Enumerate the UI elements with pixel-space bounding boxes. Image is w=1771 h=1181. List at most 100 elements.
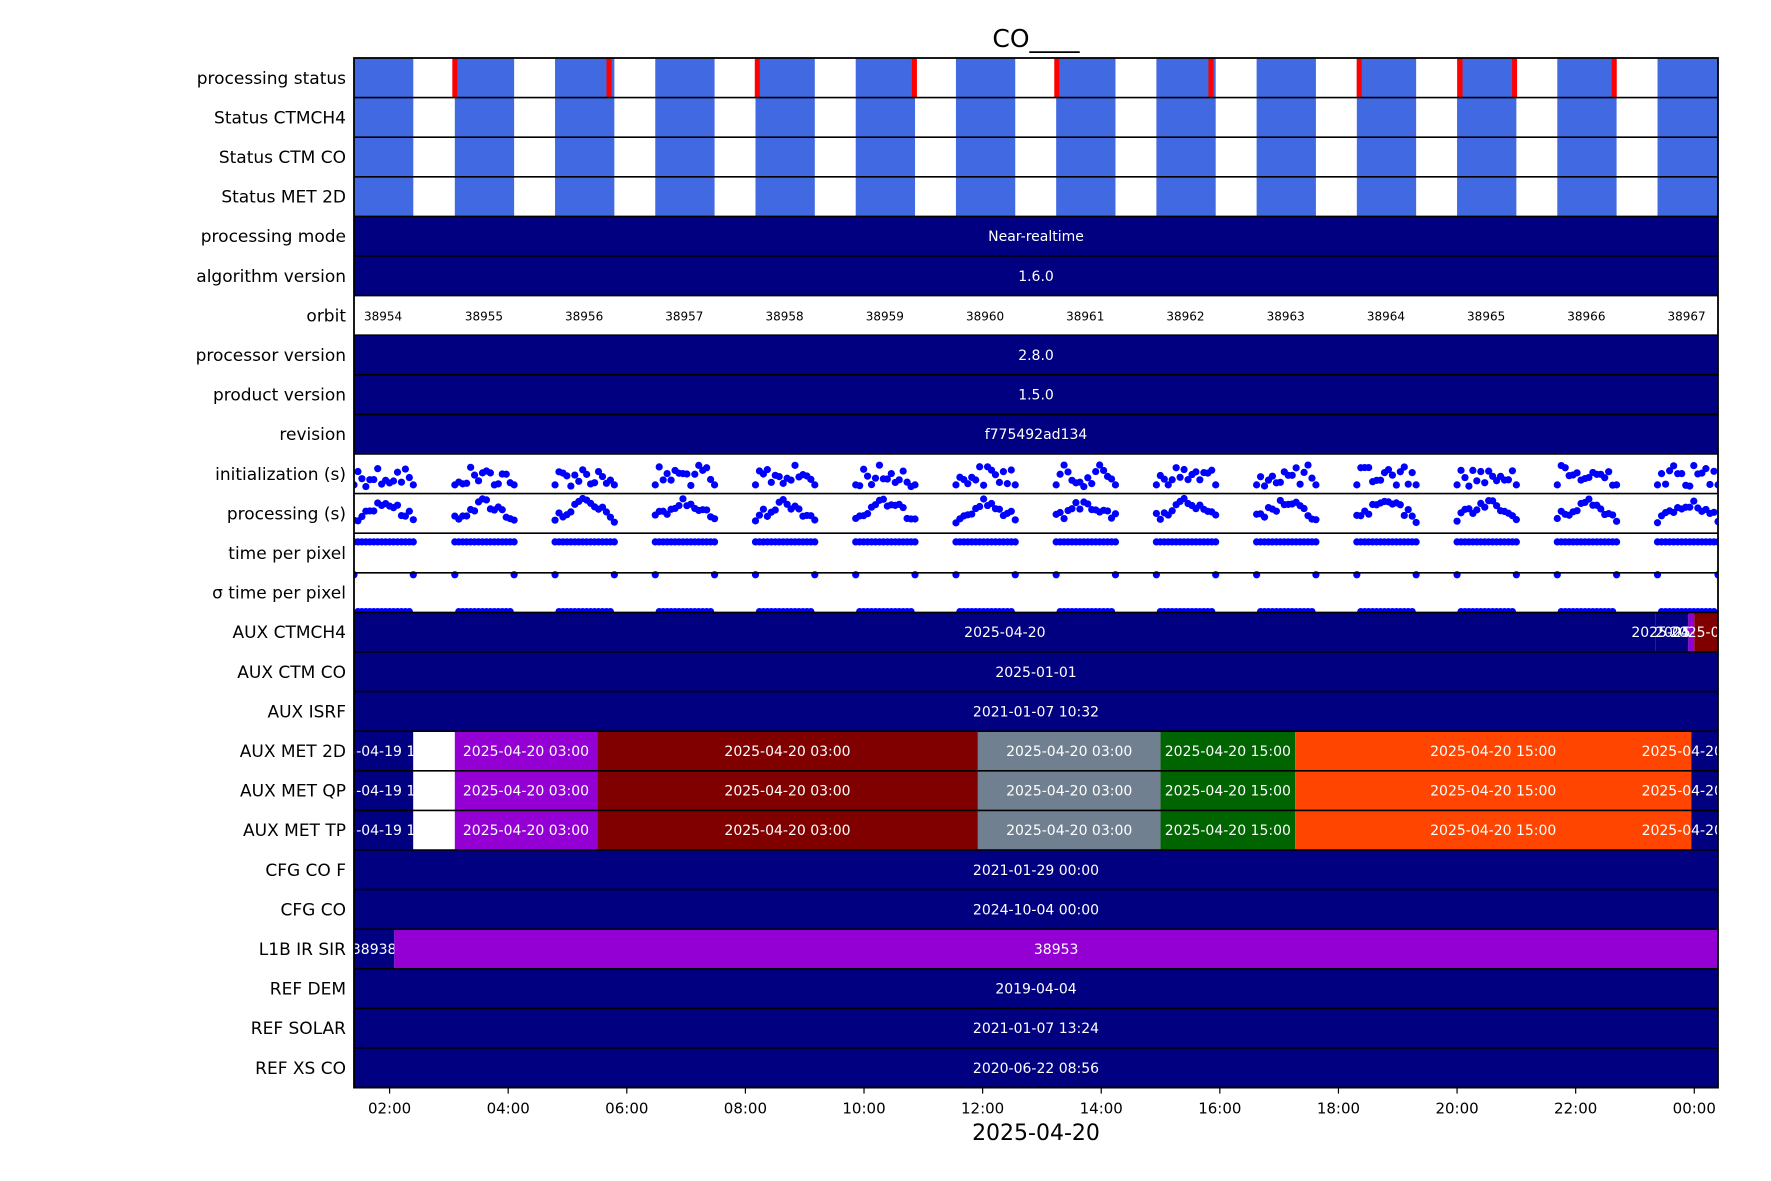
scatter-point xyxy=(1481,503,1489,511)
row-label: Status MET 2D xyxy=(221,188,346,208)
status-bar xyxy=(1156,58,1216,98)
row-label: algorithm version xyxy=(196,267,346,287)
scatter-point xyxy=(1400,463,1408,471)
segment-text: 2025-04-20 03:00 xyxy=(463,784,589,800)
status-bar xyxy=(755,176,815,217)
scatter-point xyxy=(1408,469,1416,477)
x-tick-label: 06:00 xyxy=(605,1100,648,1118)
row-label: Status CTMCH4 xyxy=(214,108,346,128)
value-text: 2021-01-07 10:32 xyxy=(973,704,1099,720)
segment-text: 2025-04-20 03:00 xyxy=(463,744,589,760)
segment-bar xyxy=(1160,770,1296,811)
row-processing-mode: Near-realtime xyxy=(354,216,1718,256)
row-label: processor version xyxy=(196,346,346,366)
scatter-point xyxy=(1152,509,1160,518)
orbit-number: 38959 xyxy=(866,309,904,323)
value-bar xyxy=(354,216,1718,256)
orbit-number: 38962 xyxy=(1166,309,1204,323)
row-label: AUX MET QP xyxy=(240,782,346,802)
scatter-point xyxy=(1706,480,1714,489)
value-text: Near-realtime xyxy=(988,229,1084,245)
scatter-point xyxy=(393,468,402,476)
scatter-point xyxy=(1686,503,1694,511)
scatter-point xyxy=(863,510,872,518)
scatter-point xyxy=(1508,467,1517,475)
row-label: REF XS CO xyxy=(255,1059,346,1079)
scatter-point xyxy=(683,470,691,478)
scatter-point xyxy=(389,477,398,485)
scatter-point xyxy=(401,512,409,520)
segment-text: 2025-04-20 03:00 xyxy=(1006,823,1132,839)
scatter-point xyxy=(860,465,868,473)
scatter-point xyxy=(1661,480,1670,488)
status-bar xyxy=(555,58,615,98)
status-warning-mark xyxy=(1512,58,1518,98)
scatter-point xyxy=(1304,461,1312,469)
scatter-point xyxy=(1465,482,1473,490)
value-bar xyxy=(354,652,1718,692)
row-label: Status CTM CO xyxy=(219,148,346,168)
status-bar xyxy=(1457,137,1517,177)
scatter-point xyxy=(583,470,591,478)
scatter-point xyxy=(409,516,417,524)
scatter-point xyxy=(1408,512,1416,520)
scatter-point xyxy=(1052,481,1060,489)
orbit-number: 38965 xyxy=(1467,309,1505,323)
scatter-point xyxy=(1272,507,1280,515)
scatter-point xyxy=(1152,481,1160,489)
status-warning-mark xyxy=(1611,58,1617,98)
scatter-point xyxy=(610,538,618,546)
scatter-point xyxy=(510,516,518,524)
scatter-point xyxy=(474,477,483,485)
status-bar xyxy=(1056,176,1116,217)
status-bar xyxy=(655,137,715,177)
scatter-point xyxy=(987,499,996,508)
scatter-point xyxy=(1260,482,1269,490)
orbit-number: 38954 xyxy=(364,309,402,323)
scatter-point xyxy=(1690,497,1698,505)
status-bar xyxy=(1256,176,1316,217)
scatter-point xyxy=(567,482,575,490)
scatter-point xyxy=(470,471,479,479)
scatter-band xyxy=(354,572,1718,613)
row-time-per-pixel xyxy=(354,533,1718,573)
scatter-point xyxy=(1168,476,1176,484)
scatter-point xyxy=(1492,502,1501,510)
scatter-point xyxy=(551,516,559,524)
scatter-point xyxy=(510,538,518,546)
segment-bar xyxy=(1295,810,1692,850)
x-tick-label: 20:00 xyxy=(1435,1100,1478,1118)
value-text: 1.6.0 xyxy=(1018,269,1054,285)
scatter-point xyxy=(397,478,406,486)
scatter-point xyxy=(1512,516,1520,524)
scatter-point xyxy=(899,467,907,475)
scatter-point xyxy=(703,464,711,472)
scatter-point xyxy=(771,506,779,514)
row-label: σ time per pixel xyxy=(212,584,346,604)
scatter-point xyxy=(1096,461,1104,469)
scatter-point xyxy=(1068,505,1076,513)
scatter-point xyxy=(1609,511,1617,519)
scatter-point xyxy=(1056,508,1064,517)
scatter-point xyxy=(1111,538,1120,546)
orbit-number: 38963 xyxy=(1267,309,1305,323)
scatter-point xyxy=(952,481,960,489)
segment-text: 2025-04-20 15:00 xyxy=(1430,784,1556,800)
status-bar xyxy=(354,97,414,138)
scatter-point xyxy=(995,505,1004,513)
scatter-point xyxy=(1192,468,1200,476)
scatter-point xyxy=(1473,477,1481,485)
status-bar xyxy=(755,137,815,177)
status-bar xyxy=(755,58,815,98)
scatter-point xyxy=(1412,538,1420,546)
scatter-point xyxy=(675,501,683,510)
scatter-point xyxy=(1268,472,1277,480)
scatter-point xyxy=(405,473,413,482)
segment-text: 2025-04-20 03:00 xyxy=(1006,784,1132,800)
status-bar xyxy=(1356,137,1417,177)
segment-bar xyxy=(1688,612,1695,652)
scatter-point xyxy=(1288,471,1296,479)
segment-text: 2025-04-20 03:00 xyxy=(724,744,850,760)
